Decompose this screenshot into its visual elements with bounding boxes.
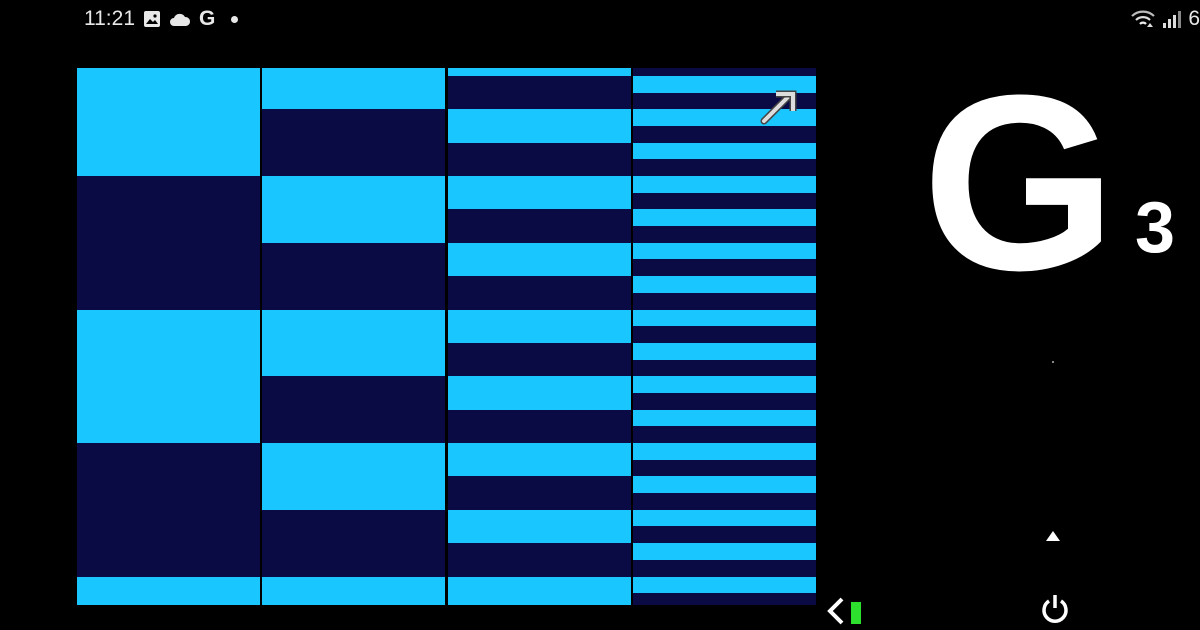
strobe-column bbox=[633, 68, 816, 605]
wifi-icon bbox=[1131, 10, 1156, 27]
strobe-band bbox=[633, 576, 816, 594]
strobe-band bbox=[633, 142, 816, 160]
up-triangle-icon[interactable] bbox=[1045, 530, 1061, 542]
dot-icon bbox=[231, 15, 239, 23]
strobe-band bbox=[633, 176, 816, 193]
strobe-column bbox=[77, 68, 260, 605]
indicator-dot bbox=[1052, 361, 1054, 363]
strobe-band bbox=[262, 309, 445, 377]
strobe-band bbox=[633, 509, 816, 527]
strobe-column bbox=[448, 68, 631, 605]
strobe-band bbox=[633, 75, 816, 93]
strobe-band bbox=[77, 309, 260, 443]
strobe-band bbox=[448, 176, 631, 210]
strobe-band bbox=[633, 376, 816, 393]
strobe-band bbox=[262, 576, 445, 605]
strobe-pattern bbox=[77, 68, 818, 605]
expand-arrow-icon[interactable] bbox=[760, 88, 798, 126]
strobe-band bbox=[633, 409, 816, 427]
signal-icon bbox=[1163, 11, 1182, 28]
strobe-band bbox=[262, 443, 445, 510]
strobe-band bbox=[262, 68, 445, 110]
strobe-band bbox=[448, 509, 631, 544]
strobe-band bbox=[633, 242, 816, 260]
strobe-band bbox=[262, 176, 445, 243]
strobe-band bbox=[448, 443, 631, 477]
octave-number: 3 bbox=[1135, 188, 1176, 268]
strobe-band bbox=[633, 543, 816, 560]
strobe-band bbox=[448, 68, 631, 76]
note-name: G bbox=[922, 43, 1117, 322]
strobe-band bbox=[77, 68, 260, 176]
strobe-column bbox=[262, 68, 445, 605]
strobe-band bbox=[448, 376, 631, 410]
strobe-band bbox=[633, 476, 816, 494]
strobe-band bbox=[448, 576, 631, 605]
strobe-band bbox=[448, 309, 631, 343]
google-icon: G bbox=[199, 7, 216, 30]
level-indicator bbox=[851, 602, 861, 624]
back-chevron-icon[interactable] bbox=[825, 596, 847, 626]
status-bar-right: 6 bbox=[1130, 6, 1200, 32]
strobe-band bbox=[633, 309, 816, 327]
power-icon[interactable] bbox=[1040, 593, 1070, 625]
cloud-icon bbox=[170, 13, 191, 26]
clock: 11:21 bbox=[84, 7, 135, 30]
strobe-band bbox=[633, 209, 816, 227]
strobe-band bbox=[633, 443, 816, 460]
strobe-band bbox=[448, 242, 631, 277]
strobe-band bbox=[448, 109, 631, 143]
status-bar-left: 11:21 G bbox=[84, 6, 239, 32]
strobe-band bbox=[633, 342, 816, 360]
image-icon bbox=[144, 11, 160, 27]
battery-text: 6 bbox=[1188, 7, 1200, 30]
strobe-band bbox=[77, 576, 260, 605]
strobe-band bbox=[633, 276, 816, 293]
